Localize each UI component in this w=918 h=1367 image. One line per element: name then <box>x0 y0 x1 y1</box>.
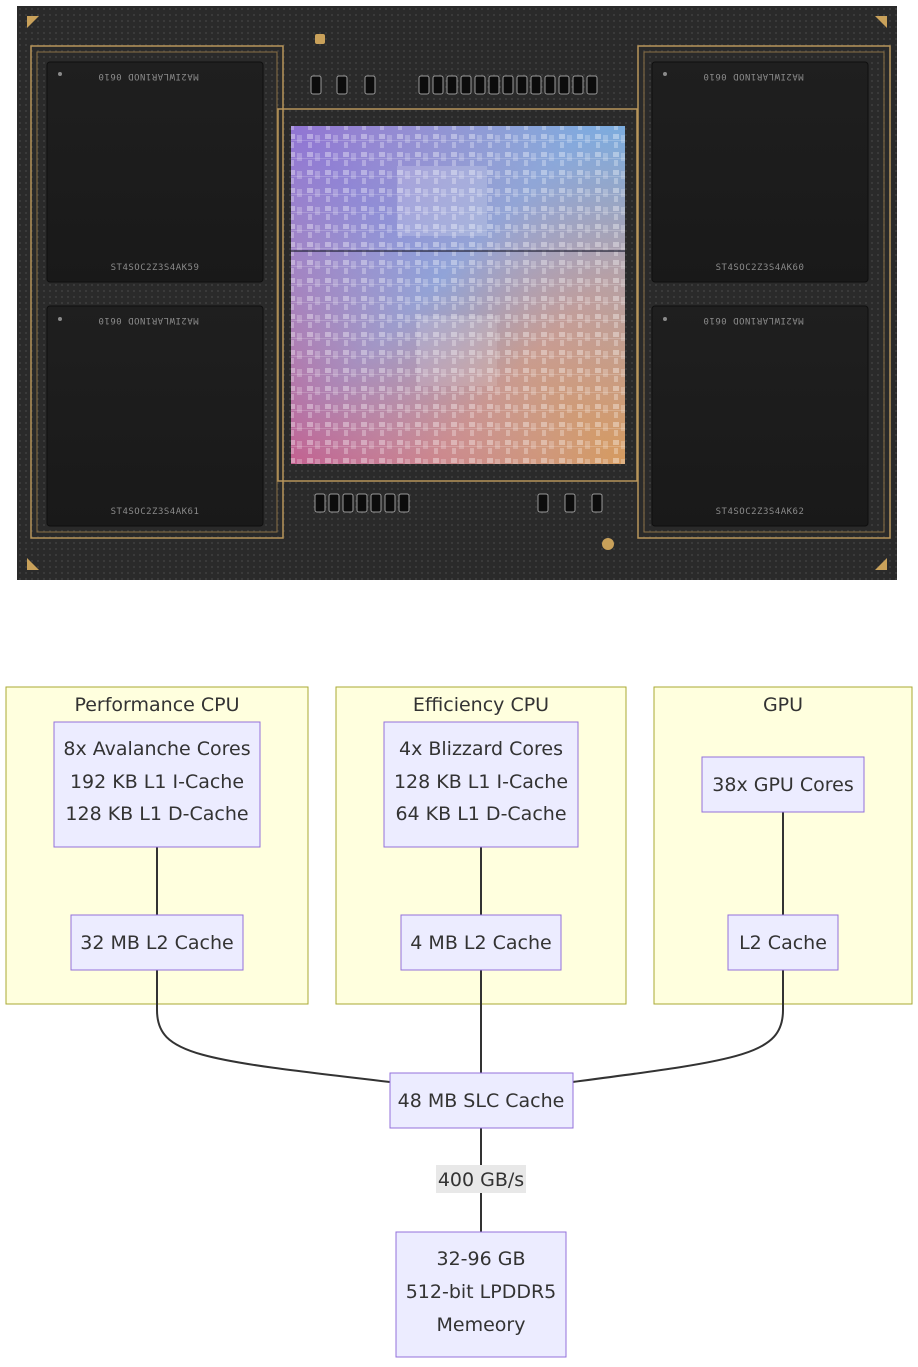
subgraph-title: GPU <box>763 694 803 716</box>
capacitor <box>356 493 368 513</box>
node-line: Memeory <box>437 1314 526 1336</box>
edge-label: 400 GB/s <box>438 1169 524 1191</box>
memory-top-label: MA2IWLAR1NOD 0610 <box>98 315 199 325</box>
capacitor <box>384 493 396 513</box>
capacitor <box>558 75 570 95</box>
capacitor <box>446 75 458 95</box>
node-line: 48 MB SLC Cache <box>398 1090 565 1112</box>
capacitor <box>502 75 514 95</box>
capacitor <box>364 75 376 95</box>
memory-bottom-label: ST4SOC2Z3S4AK61 <box>111 507 200 517</box>
capacitor <box>460 75 472 95</box>
node-e-cores: 4x Blizzard Cores 128 KB L1 I-Cache 64 K… <box>383 721 579 848</box>
node-line: 512-bit LPDDR5 <box>406 1281 557 1303</box>
capacitor <box>591 493 603 513</box>
memory-top-label: MA2IWLAR1NOD 0610 <box>98 71 199 81</box>
node-line: 128 KB L1 I-Cache <box>394 771 568 793</box>
edge-label-background <box>436 1165 526 1193</box>
edge-p-l2-to-slc <box>156 970 391 1083</box>
capacitor <box>418 75 430 95</box>
memory-bottom-label: ST4SOC2Z3S4AK62 <box>716 507 805 517</box>
node-gpu-l2: L2 Cache <box>727 914 839 971</box>
edge-gpu-l2-to-slc <box>572 970 784 1083</box>
node-e-l2: 4 MB L2 Cache <box>400 914 562 971</box>
node-line: 8x Avalanche Cores <box>63 738 250 760</box>
node-line: 4 MB L2 Cache <box>410 932 551 954</box>
memory-bottom-label: ST4SOC2Z3S4AK60 <box>716 263 805 273</box>
node-gpu-cores: 38x GPU Cores <box>701 756 865 813</box>
capacitor <box>314 493 326 513</box>
node-slc-cache: 48 MB SLC Cache <box>389 1072 574 1129</box>
capacitor <box>328 493 340 513</box>
node-line: 4x Blizzard Cores <box>399 738 563 760</box>
node-line: 64 KB L1 D-Cache <box>395 803 566 825</box>
subgraph-title: Performance CPU <box>74 694 239 716</box>
capacitor <box>516 75 528 95</box>
node-line: 38x GPU Cores <box>712 774 853 796</box>
capacitor <box>586 75 598 95</box>
subgraph-title: Efficiency CPU <box>413 694 549 716</box>
capacitor <box>544 75 556 95</box>
node-memory: 32-96 GB 512-bit LPDDR5 Memeory <box>395 1231 567 1358</box>
capacitor <box>530 75 542 95</box>
node-line: 32-96 GB <box>436 1248 525 1270</box>
edges <box>156 812 784 1232</box>
capacitor <box>370 493 382 513</box>
node-line: 128 KB L1 D-Cache <box>65 803 248 825</box>
chip-photo: MA2IWLAR1NOD 0610 MA2IWLAR1NOD 0610 MA2I… <box>17 6 897 580</box>
capacitor <box>398 493 410 513</box>
capacitor <box>474 75 486 95</box>
capacitor <box>572 75 584 95</box>
node-line: 192 KB L1 I-Cache <box>70 771 244 793</box>
node-line: 32 MB L2 Cache <box>80 932 233 954</box>
capacitor <box>310 75 322 95</box>
capacitor <box>342 493 354 513</box>
memory-top-label: MA2IWLAR1NOD 0610 <box>703 315 804 325</box>
edge-label-bandwidth: 400 GB/s <box>436 1165 526 1193</box>
memory-bottom-label: ST4SOC2Z3S4AK59 <box>111 263 200 273</box>
capacitor <box>564 493 576 513</box>
capacitor <box>336 75 348 95</box>
capacitor <box>488 75 500 95</box>
capacitor <box>537 493 549 513</box>
node-line: L2 Cache <box>739 932 827 954</box>
node-p-l2: 32 MB L2 Cache <box>70 914 244 971</box>
node-p-cores: 8x Avalanche Cores 192 KB L1 I-Cache 128… <box>53 721 261 848</box>
memory-top-label: MA2IWLAR1NOD 0610 <box>703 71 804 81</box>
capacitor <box>432 75 444 95</box>
